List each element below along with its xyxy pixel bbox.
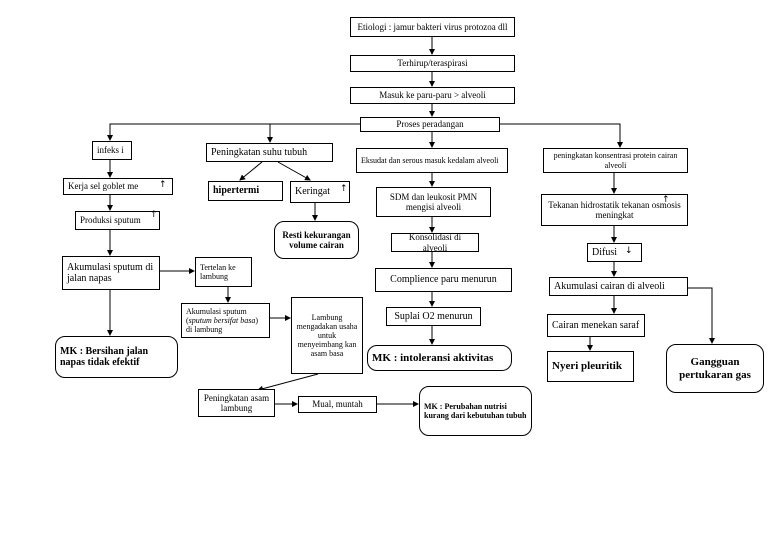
node-masuk: Masuk ke paru-paru > alveoli (350, 87, 515, 104)
node-etiologi: Etiologi : jamur bakteri virus protozoa … (350, 17, 515, 37)
node-keringat: Keringat (290, 181, 350, 203)
node-mk-bersihan: MK : Bersihan jalan napas tidak efektif (55, 336, 178, 378)
node-infeksi: infeks i (92, 141, 132, 160)
akumulasi-lambung-italic: sputum bersifat basa (188, 315, 256, 325)
arrow-proses-suhu (267, 123, 360, 143)
arrow-down-icon: ↓ (625, 246, 633, 256)
node-konsolidasi: Konsolidasi di alveoli (391, 233, 479, 252)
arrow-up-icon: ↑ (159, 180, 167, 190)
akumulasi-lambung-post: ) di lambung (186, 315, 259, 335)
arrow-up-icon: ↑ (150, 210, 158, 220)
node-proses: Proses peradangan (360, 117, 500, 132)
node-produksi: Produksi sputum (75, 211, 160, 230)
node-lambung-menetralkan: Lambung mengadakan usaha untuk menyeimba… (291, 297, 363, 374)
node-difusi: Difusi (587, 243, 642, 262)
node-peningkatan-konsentrasi: peningkatan konsentrasi protein cairan a… (543, 148, 688, 173)
node-suplai: Suplai O2 menurun (386, 307, 481, 326)
node-mk-perubahan: MK : Perubahan nutrisi kurang dari kebut… (419, 386, 532, 436)
node-tertelan: Tertelan ke lambung (195, 257, 252, 287)
difusi-label: Difusi (592, 246, 617, 258)
arrow-menetralkan-asam (257, 373, 319, 392)
node-complience: Complience paru menurun (375, 268, 512, 292)
node-mk-intoleransi: MK : intoleransi aktivitas (367, 345, 512, 371)
node-sdm: SDM dan leukosit PMN mengisi alveoli (376, 187, 491, 217)
node-peningkatan-asam: Peningkatan asam lambung (198, 389, 275, 417)
node-peningkatan-suhu: Peningkatan suhu tubuh (206, 143, 333, 162)
node-cairan-menekan: Cairan menekan saraf (547, 314, 645, 337)
arrow-proses-infeksi (107, 123, 360, 141)
node-hipertermi: hipertermi (208, 181, 283, 201)
node-tekanan: Tekanan hidrostatik tekanan osmosis meni… (541, 194, 688, 226)
akumulasi-lambung-text: Akumulasi sputum (sputum bersifat basa) … (186, 307, 265, 335)
node-akumulasi-lambung: Akumulasi sputum (sputum bersifat basa) … (181, 303, 270, 338)
produksi-label: Produksi sputum (80, 215, 141, 226)
akumulasi-lambung-pre: Akumulasi sputum ( (186, 306, 247, 325)
node-nyeri: Nyeri pleuritik (547, 351, 634, 382)
arrow-up-icon: ↑ (340, 184, 348, 194)
arrow-suhu-hipertermi (239, 161, 263, 181)
node-terhirup: Terhirup/teraspirasi (350, 55, 515, 72)
arrow-suhu-keringat (277, 161, 311, 181)
arrow-akumulasi-cairan-gangguan (688, 287, 715, 344)
node-resti: Resti kekurangan volume cairan (274, 221, 359, 259)
node-gangguan: Gangguan pertukaran gas (666, 344, 764, 393)
keringat-label: Keringat (295, 186, 330, 198)
arrow-up-icon: ↑ (662, 195, 670, 205)
arrow-proses-konsentrasi (500, 123, 623, 148)
node-akumulasi-sputum: Akumulasi sputum di jalan napas (62, 256, 160, 290)
node-mual: Mual, muntah (298, 396, 377, 413)
node-akumulasi-cairan: Akumulasi cairan di alveoli (549, 277, 688, 296)
node-kerja-sel: Kerja sel goblet me (63, 178, 173, 195)
kerja-sel-label: Kerja sel goblet me (68, 181, 139, 192)
node-eksudat: Eksudat dan serous masuk kedalam alveoli (356, 148, 508, 173)
